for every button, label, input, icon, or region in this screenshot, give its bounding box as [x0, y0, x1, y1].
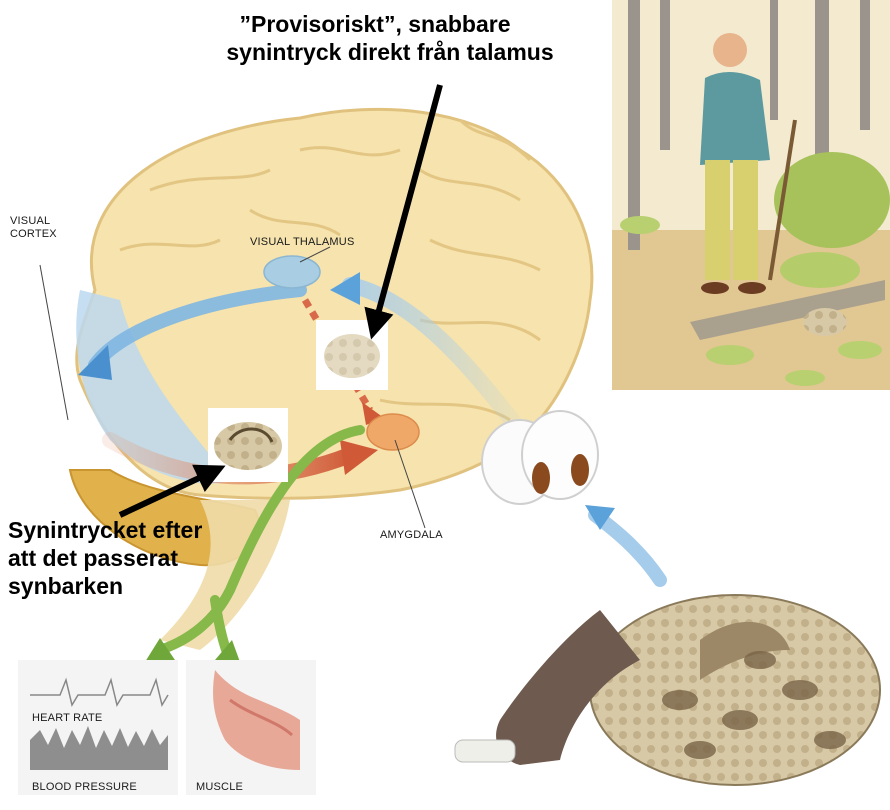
fast-snake-image [316, 320, 388, 390]
heart-blood-panel [18, 660, 178, 795]
left-callout-text: Synintrycket efter att det passerat synb… [8, 516, 202, 600]
right-pupil [571, 454, 589, 486]
rattle [455, 740, 515, 762]
forest-scene [612, 0, 890, 390]
blood-pressure-label: BLOOD PRESSURE [32, 781, 137, 794]
top-callout-text: ”Provisoriskt”, snabbare synintryck dire… [195, 10, 555, 66]
left-callout-line-3: synbarken [8, 572, 202, 600]
snake-to-eye-path [595, 515, 660, 580]
amygdala-label: AMYGDALA [380, 529, 443, 542]
top-callout-line-2: synintryck direkt från talamus [195, 38, 555, 66]
top-callout-line-1: ”Provisoriskt”, snabbare [195, 10, 555, 38]
visual-cortex-label: VISUAL CORTEX [10, 215, 57, 241]
small-snake [803, 308, 847, 336]
left-pupil [532, 462, 550, 494]
heart-rate-label: HEART RATE [32, 712, 102, 725]
rattlesnake [455, 595, 880, 785]
cortex-snake-image [208, 408, 288, 482]
muscle-label: MUSCLE [196, 781, 243, 794]
muscle-panel [186, 660, 316, 795]
left-callout-line-1: Synintrycket efter [8, 516, 202, 544]
left-callout-line-2: att det passerat [8, 544, 202, 572]
visual-thalamus-label: VISUAL THALAMUS [250, 236, 354, 249]
amygdala-node [367, 414, 419, 450]
visual-thalamus-node [264, 256, 320, 288]
visual-cortex-leader [40, 265, 68, 420]
